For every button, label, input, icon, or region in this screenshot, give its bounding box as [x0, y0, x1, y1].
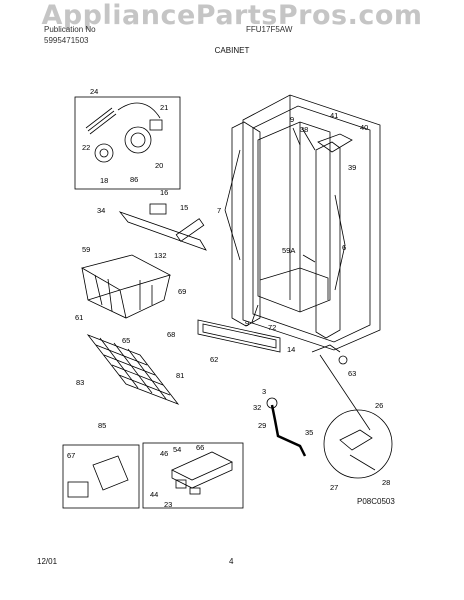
label-24: 24 [90, 87, 98, 96]
label-22: 22 [82, 143, 90, 152]
door-gasket-right [315, 141, 341, 339]
model-number: FFU17F5AW [246, 25, 293, 34]
light-assembly-box [74, 96, 181, 190]
label-59a: 59A [282, 246, 295, 255]
publication-label: Publication No [44, 25, 96, 34]
watermark: AppliancePartsPros.com [41, 0, 423, 31]
label-7: 7 [217, 206, 221, 215]
label-62: 62 [210, 355, 218, 364]
toe-grille [197, 319, 281, 353]
drawing-code: P08C0503 [357, 497, 395, 506]
label-34: 34 [97, 206, 105, 215]
label-26: 26 [375, 401, 383, 410]
hinge-detail-circle [323, 409, 393, 479]
label-69: 69 [178, 287, 186, 296]
label-63: 63 [348, 369, 356, 378]
control-detail-box [142, 442, 244, 509]
label-21: 21 [160, 103, 168, 112]
label-16: 16 [160, 188, 168, 197]
wire-shelf [86, 334, 180, 405]
label-44: 44 [150, 490, 158, 499]
page-number: 4 [229, 557, 234, 566]
cabinet-body [242, 94, 381, 351]
label-81: 81 [176, 371, 184, 380]
label-66: 66 [196, 443, 204, 452]
light-bulb-socket [94, 143, 114, 163]
label-18: 18 [100, 176, 108, 185]
section-title: CABINET [214, 46, 250, 55]
label-32: 32 [253, 403, 261, 412]
label-41: 41 [330, 111, 338, 120]
label-54: 54 [173, 445, 181, 454]
shelf-rail [118, 211, 207, 251]
top-hinge [317, 133, 353, 153]
label-61: 61 [75, 313, 83, 322]
drain-hose [270, 404, 307, 457]
label-59: 59 [82, 245, 90, 254]
label-35: 35 [305, 428, 313, 437]
thermostat-detail-box [62, 444, 140, 509]
label-27: 27 [330, 483, 338, 492]
label-9-top: 9 [290, 115, 294, 124]
label-9-bottom: 9 [245, 319, 249, 328]
label-72: 72 [268, 323, 276, 332]
label-83: 83 [76, 378, 84, 387]
footer-date: 12/01 [37, 557, 58, 566]
label-46: 46 [160, 449, 168, 458]
label-15: 15 [180, 203, 188, 212]
label-67: 67 [67, 451, 75, 460]
label-23: 23 [164, 500, 172, 509]
label-68: 68 [167, 330, 175, 339]
label-65: 65 [122, 336, 130, 345]
label-86: 86 [130, 175, 138, 184]
label-85: 85 [98, 421, 106, 430]
label-38: 38 [300, 125, 308, 134]
label-132: 132 [154, 251, 167, 260]
publication-number: 5995471503 [44, 36, 89, 45]
label-20: 20 [155, 161, 163, 170]
label-29: 29 [258, 421, 266, 430]
basket [80, 254, 172, 291]
label-3: 3 [262, 387, 266, 396]
door-gasket-left [231, 121, 261, 327]
label-28: 28 [382, 478, 390, 487]
label-6: 6 [342, 243, 346, 252]
label-40: 40 [360, 123, 368, 132]
label-14: 14 [287, 345, 295, 354]
part-number-labels: 24 21 22 20 18 86 16 34 15 132 59 69 61 … [67, 87, 390, 509]
label-39: 39 [348, 163, 356, 172]
